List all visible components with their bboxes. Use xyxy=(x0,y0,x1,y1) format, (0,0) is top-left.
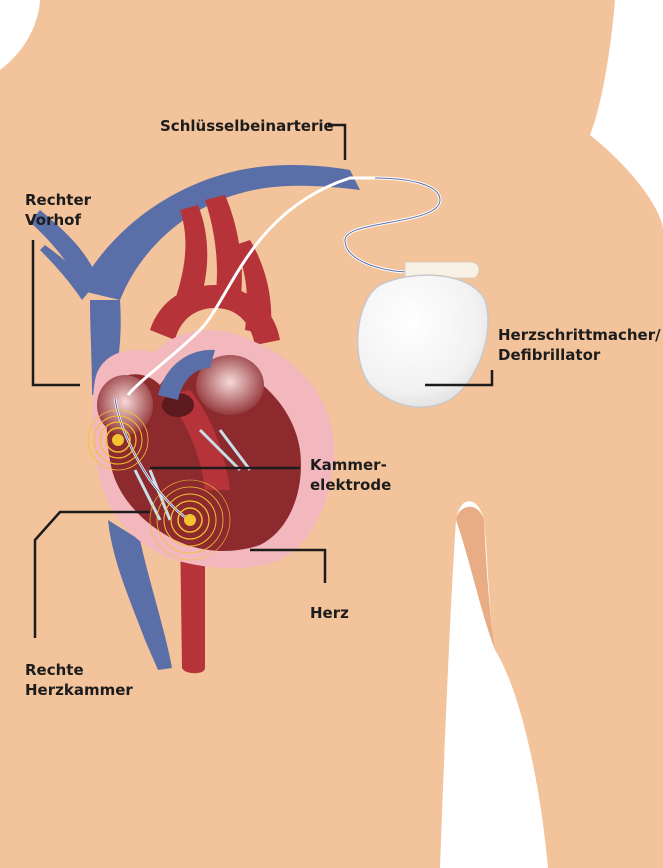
label-heart: Herz xyxy=(310,603,349,623)
label-right-atrium-2: Vorhof xyxy=(25,210,81,230)
label-subclavian-artery: Schlüsselbeinarterie xyxy=(160,116,334,136)
label-right-atrium-1: Rechter xyxy=(25,190,91,210)
label-device-2: Defibrillator xyxy=(498,345,600,365)
label-ventricle-electrode-1: Kammer- xyxy=(310,455,387,475)
label-ventricle-electrode-2: elektrode xyxy=(310,475,391,495)
label-right-ventricle-1: Rechte xyxy=(25,660,84,680)
label-right-ventricle-2: Herzkammer xyxy=(25,680,133,700)
label-device-1: Herzschrittmacher/ xyxy=(498,325,661,345)
